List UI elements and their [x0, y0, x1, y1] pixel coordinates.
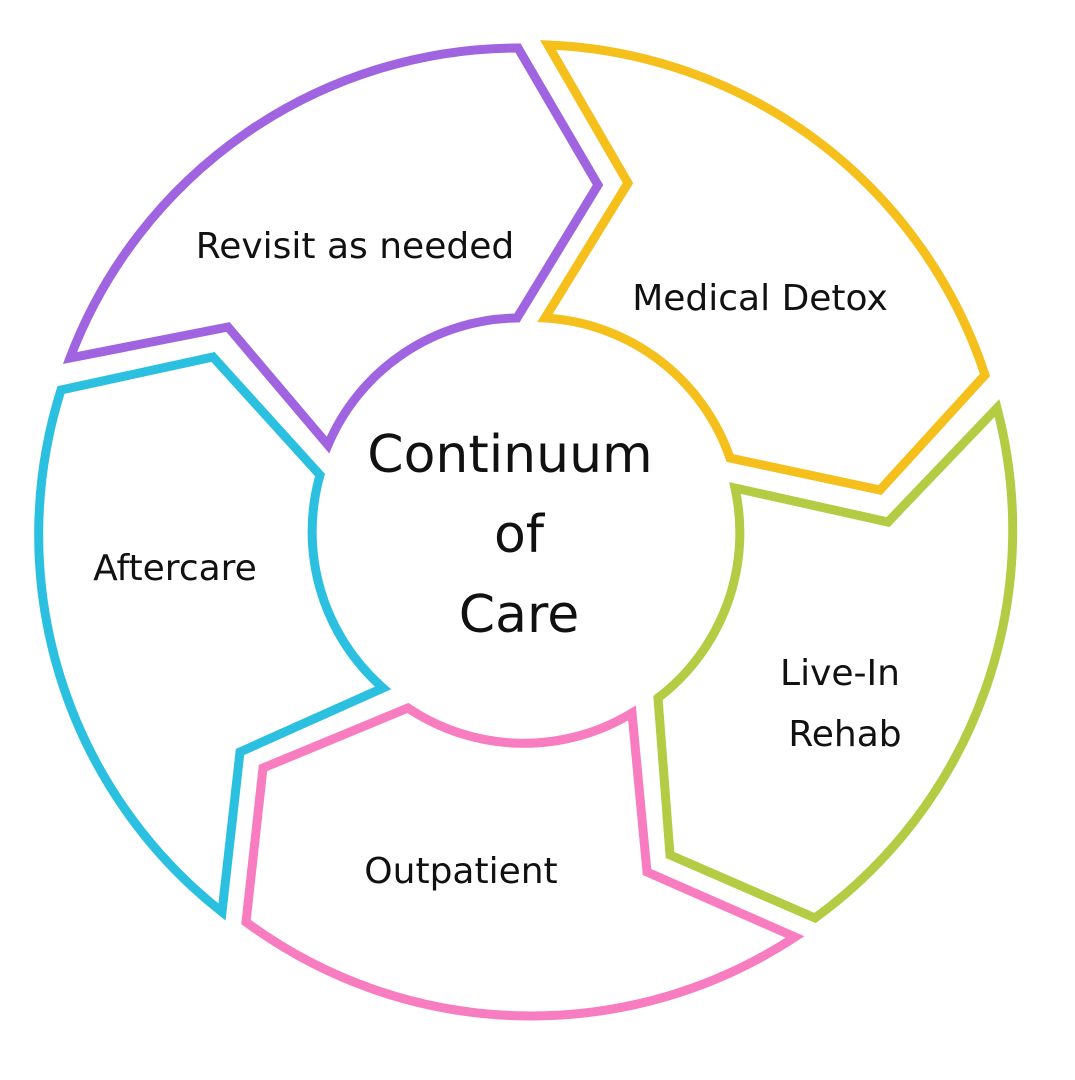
- center-title-line1: Continuum: [367, 425, 652, 485]
- detox-label: Medical Detox: [632, 278, 888, 319]
- rehab-segment: [653, 399, 1018, 924]
- center-title-line2: of: [494, 505, 546, 565]
- aftercare-segment: [34, 352, 392, 921]
- detox-segment: [537, 40, 991, 495]
- outpatient-segment: [241, 702, 805, 1021]
- rehab-label-line2: Rehab: [788, 714, 901, 755]
- aftercare-label: Aftercare: [93, 548, 257, 589]
- rehab-label-line1: Live-In: [780, 653, 900, 694]
- outpatient-label: Outpatient: [364, 851, 557, 892]
- center-title-line3: Care: [459, 585, 579, 645]
- revisit-label: Revisit as needed: [196, 226, 514, 267]
- revisit-segment: [62, 43, 604, 454]
